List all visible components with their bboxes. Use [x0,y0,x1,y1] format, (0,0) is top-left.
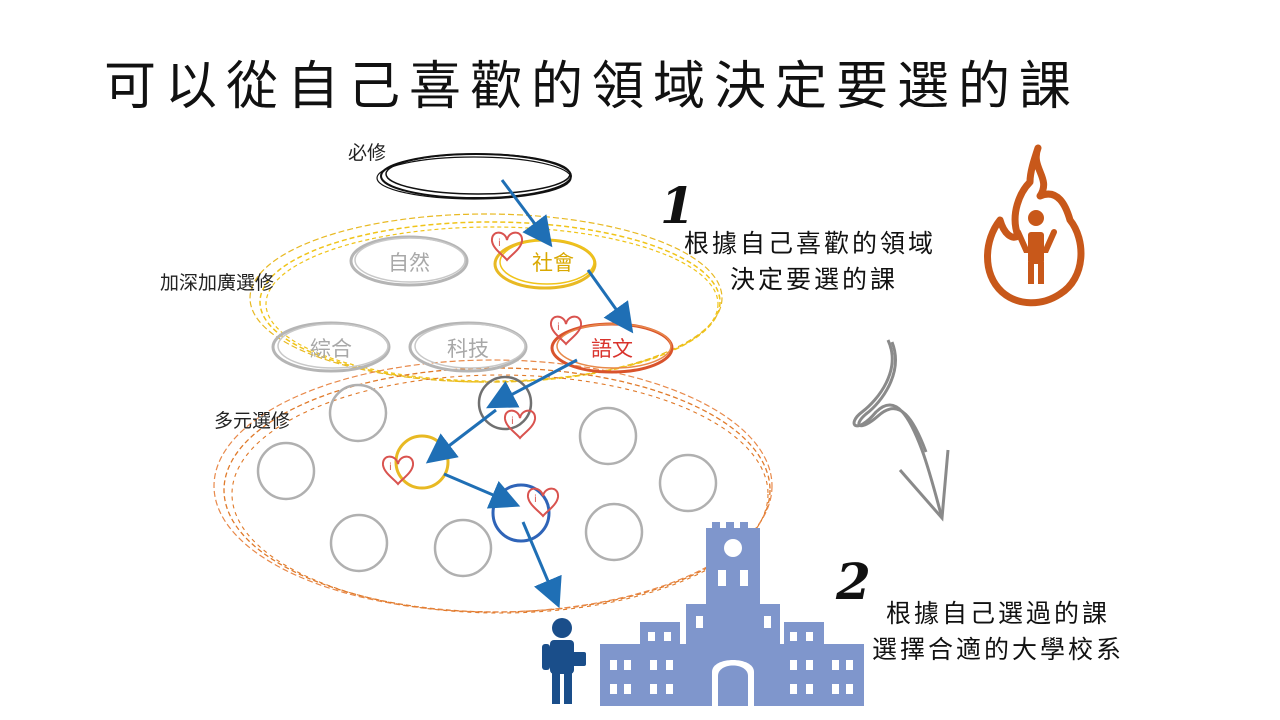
elective-circle [433,518,493,578]
step-2-line-1: 根據自己選過的課 [886,599,1111,628]
elective-circle [658,453,718,513]
subject-pill-nature: 自然 [349,235,469,287]
university-building-icon [600,522,864,706]
heart-icon [526,487,560,517]
fire-person-icon [984,144,1085,307]
subject-label-social: 社會 [532,251,574,275]
elective-circle [477,375,533,431]
level-label-diverse: 多元選修 [214,410,291,432]
elective-circle [394,434,450,490]
subject-pill-integrated: 綜合 [271,321,391,373]
page-title: 可以從自己喜歡的領域決定要選的課 [104,57,1081,117]
elective-circles [256,375,718,578]
subject-label-technology: 科技 [447,337,489,361]
path-arrows [425,179,634,609]
elective-circle [578,406,638,466]
elective-circle [329,513,389,573]
subject-label-nature: 自然 [388,251,430,275]
diverse-ellipse [213,359,773,614]
subject-label-integrated: 綜合 [310,337,352,361]
step-text-1: 根據自己喜歡的領域 決定要選的課 [684,226,936,298]
subject-label-language: 語文 [591,337,633,361]
elective-circle [328,383,388,443]
elective-circle [491,483,551,543]
step-number-1: 1 [660,176,695,235]
step-text-2: 根據自己選過的課 選擇合適的大學校系 [872,596,1124,668]
step-1-line-2: 決定要選的課 [730,265,899,294]
required-ellipse [376,153,572,200]
step-number-2: 2 [836,552,871,611]
subject-pill-social: 社會 [493,238,597,290]
curved-down-arrow-icon [852,339,950,522]
step-2-line-2: 選擇合適的大學校系 [872,635,1125,664]
step-1-line-1: 根據自己喜歡的領域 [684,229,937,258]
elective-circle [584,502,644,562]
level-label-required: 必修 [348,142,387,164]
elective-circle [256,441,316,501]
level-label-advanced: 加深加廣選修 [160,272,275,294]
student-icon [542,618,586,704]
subject-pill-technology: 科技 [408,321,528,373]
